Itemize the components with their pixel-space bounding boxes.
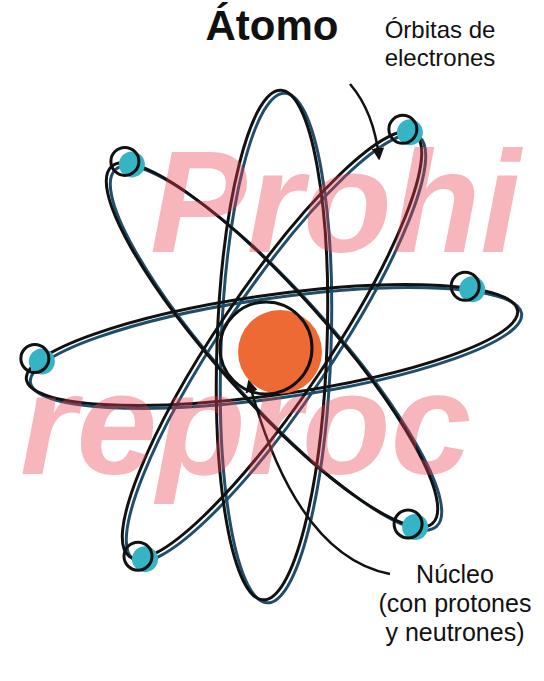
- electron-ring: [451, 272, 479, 300]
- page-title: Átomo: [206, 2, 339, 50]
- callout-label: Órbitas de electrones: [385, 16, 496, 71]
- orbit-group: [19, 88, 528, 605]
- callout-label: Núcleo (con protones y neutrones): [379, 560, 532, 646]
- watermark: reproc: [20, 352, 471, 497]
- electron-ring: [394, 510, 422, 538]
- electron-ring: [111, 147, 139, 175]
- watermark: Prohi: [150, 130, 521, 275]
- electron-ring: [124, 542, 152, 570]
